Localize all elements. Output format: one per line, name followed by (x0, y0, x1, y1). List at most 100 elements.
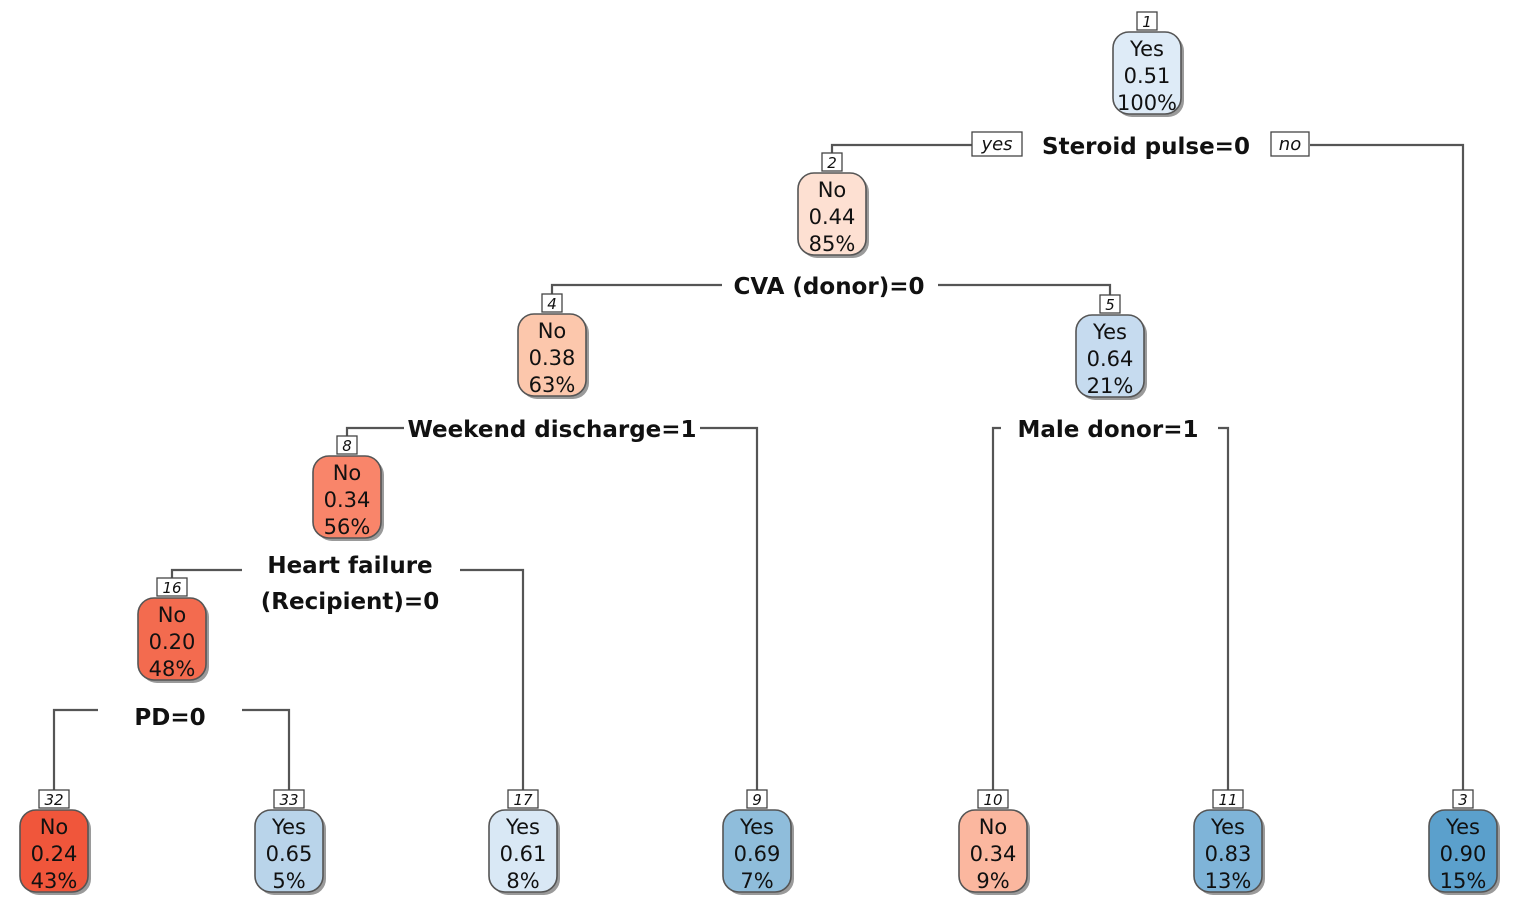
split-cva-donor-right-edge (938, 283, 1112, 298)
node-prob-label: 0.64 (1087, 347, 1134, 371)
yes-branch-label-box (971, 131, 1023, 157)
node-class-label: No (818, 178, 847, 202)
split-pd-right-edge (242, 708, 291, 793)
node-pct-label: 9% (976, 869, 1009, 893)
node-box (254, 809, 324, 893)
node-pct-label: 8% (506, 869, 539, 893)
node-id-label: 2 (827, 154, 837, 172)
node-pct-label: 43% (31, 869, 78, 893)
node-box (1193, 809, 1263, 893)
split-male-donor-left-edge (991, 426, 1001, 793)
node-box (312, 455, 382, 539)
node-pct-label: 5% (272, 869, 305, 893)
node-box (1112, 31, 1182, 115)
node-id-label: 5 (1105, 296, 1115, 314)
node-id-box (273, 789, 305, 809)
node-box (797, 172, 867, 256)
node-box (517, 313, 587, 397)
node-class-label: No (538, 319, 567, 343)
node-class-label: Yes (271, 815, 306, 839)
yes-branch-label: yes (980, 134, 1012, 155)
node-pct-label: 13% (1205, 869, 1252, 893)
split-weekend-discharge-left-edge (345, 426, 404, 439)
node-id-box (507, 789, 539, 809)
split-cva-donor-label: CVA (donor)=0 (733, 274, 924, 300)
node-id-box (541, 293, 563, 313)
node-id-box (821, 152, 843, 172)
tree-edges (52, 143, 1465, 793)
node-class-label: No (158, 603, 187, 627)
split-heart-failure-label: (Recipient)=0 (261, 589, 439, 615)
node-pct-label: 7% (740, 869, 773, 893)
node-class-label: No (979, 815, 1008, 839)
node-id-box (38, 789, 70, 809)
node-id-label: 16 (162, 579, 181, 597)
node-pct-label: 63% (529, 373, 576, 397)
node-id-box (1099, 294, 1121, 314)
node-prob-label: 0.83 (1205, 842, 1252, 866)
node-id-box (1136, 11, 1158, 31)
split-pd-label: PD=0 (134, 705, 205, 731)
node-prob-label: 0.34 (324, 488, 371, 512)
node-class-label: No (40, 815, 69, 839)
node-prob-label: 0.65 (266, 842, 313, 866)
no-branch-label: no (1279, 134, 1301, 155)
branch-labels: yes no (971, 131, 1310, 157)
node-prob-label: 0.20 (149, 630, 196, 654)
split-heart-failure-left-edge (170, 568, 242, 581)
node-box (19, 809, 89, 893)
node-id-box (1452, 789, 1474, 809)
node-id-label: 17 (513, 791, 533, 809)
node-class-label: Yes (1092, 320, 1127, 344)
split-steroid-pulse-label: Steroid pulse=0 (1042, 134, 1250, 160)
node-prob-label: 0.61 (500, 842, 547, 866)
node-id-label: 9 (752, 791, 762, 809)
node-box (137, 597, 207, 681)
split-male-donor-label: Male donor=1 (1018, 417, 1199, 443)
node-id-box (746, 789, 768, 809)
node-prob-label: 0.38 (529, 346, 576, 370)
split-pd-left-edge (52, 708, 98, 793)
node-prob-label: 0.24 (31, 842, 78, 866)
node-class-label: Yes (1445, 815, 1480, 839)
split-steroid-pulse-right-edge (1310, 143, 1465, 793)
split-steroid-pulse-left-edge (830, 143, 972, 156)
no-branch-label-box (1270, 131, 1310, 157)
node-class-label: Yes (739, 815, 774, 839)
node-id-label: 10 (983, 791, 1002, 809)
split-cva-donor-left-edge (550, 283, 722, 297)
node-id-label: 1 (1142, 13, 1152, 31)
node-box (1075, 314, 1145, 398)
node-class-label: Yes (1129, 37, 1164, 61)
node-pct-label: 85% (809, 232, 856, 256)
node-prob-label: 0.44 (809, 205, 856, 229)
node-class-label: Yes (505, 815, 540, 839)
node-id-box (977, 789, 1009, 809)
node-id-box (156, 577, 188, 597)
node-pct-label: 56% (324, 515, 371, 539)
tree-nodes: 1Yes0.51100%2No0.4485%4No0.3863%5Yes0.64… (19, 11, 1500, 895)
node-box (958, 809, 1028, 893)
node-pct-label: 21% (1087, 374, 1134, 398)
node-class-label: No (333, 461, 362, 485)
node-pct-label: 15% (1440, 869, 1487, 893)
node-pct-label: 48% (149, 657, 196, 681)
node-class-label: Yes (1210, 815, 1245, 839)
node-id-label: 33 (279, 791, 298, 809)
node-box (488, 809, 558, 893)
node-prob-label: 0.34 (970, 842, 1017, 866)
node-id-label: 32 (44, 791, 63, 809)
node-id-label: 11 (1218, 791, 1237, 809)
